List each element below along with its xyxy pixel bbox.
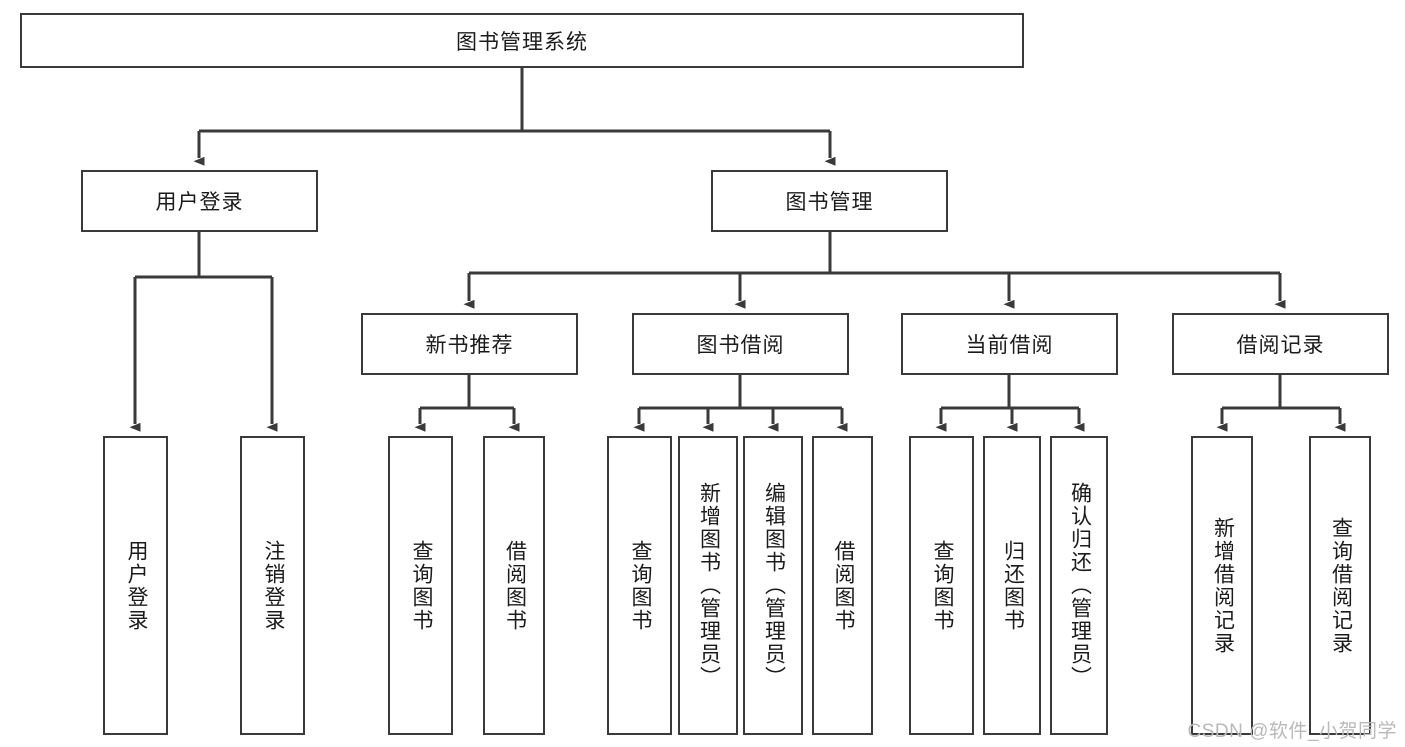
csdn-watermark: CSDN @软件_小贺同学 (1187, 721, 1397, 742)
node-label: 图书借阅 (696, 334, 785, 357)
node-label: 用户登录 (124, 539, 148, 632)
leaf-add-book-admin[interactable]: 新增图书（管理员） (678, 436, 738, 735)
node-root[interactable]: 图书管理系统 (20, 13, 1024, 68)
node-label: 图书管理 (785, 191, 874, 214)
node-book-management[interactable]: 图书管理 (711, 170, 948, 232)
node-label: 当前借阅 (965, 334, 1054, 357)
leaf-borrow-book[interactable]: 借阅图书 (812, 436, 873, 735)
node-label: 注销登录 (261, 539, 285, 632)
node-label: 归还图书 (1001, 539, 1025, 632)
leaf-query-book-current[interactable]: 查询图书 (909, 436, 974, 735)
leaf-query-borrow-record[interactable]: 查询借阅记录 (1309, 436, 1371, 735)
leaf-logout[interactable]: 注销登录 (240, 436, 305, 735)
node-label: 查询借阅记录 (1329, 516, 1353, 655)
node-label: 借阅图书 (503, 539, 527, 632)
node-book-borrow[interactable]: 图书借阅 (632, 313, 849, 375)
node-new-book-recommend[interactable]: 新书推荐 (361, 313, 578, 375)
node-label: 借阅记录 (1236, 334, 1325, 357)
leaf-edit-book-admin[interactable]: 编辑图书（管理员） (743, 436, 803, 735)
node-label: 图书管理系统 (456, 30, 588, 54)
leaf-confirm-return-admin[interactable]: 确认归还（管理员） (1050, 436, 1108, 735)
leaf-borrow-book-recommend[interactable]: 借阅图书 (483, 436, 545, 735)
node-label: 新增图书（管理员） (697, 482, 721, 689)
leaf-query-book-recommend[interactable]: 查询图书 (388, 436, 453, 735)
node-label: 查询图书 (930, 539, 954, 632)
leaf-return-book[interactable]: 归还图书 (983, 436, 1041, 735)
node-label: 编辑图书（管理员） (762, 482, 786, 689)
node-current-borrow[interactable]: 当前借阅 (901, 313, 1118, 375)
node-user-login[interactable]: 用户登录 (81, 170, 318, 232)
node-label: 借阅图书 (831, 539, 855, 632)
node-borrow-record[interactable]: 借阅记录 (1172, 313, 1389, 375)
node-label: 查询图书 (628, 539, 652, 632)
leaf-add-borrow-record[interactable]: 新增借阅记录 (1191, 436, 1253, 735)
node-label: 确认归还（管理员） (1068, 482, 1092, 689)
node-label: 查询图书 (409, 539, 433, 632)
leaf-user-login[interactable]: 用户登录 (103, 436, 168, 735)
node-label: 用户登录 (155, 191, 244, 214)
node-label: 新增借阅记录 (1211, 516, 1235, 655)
node-label: 新书推荐 (425, 334, 514, 357)
leaf-query-book-borrow[interactable]: 查询图书 (607, 436, 672, 735)
